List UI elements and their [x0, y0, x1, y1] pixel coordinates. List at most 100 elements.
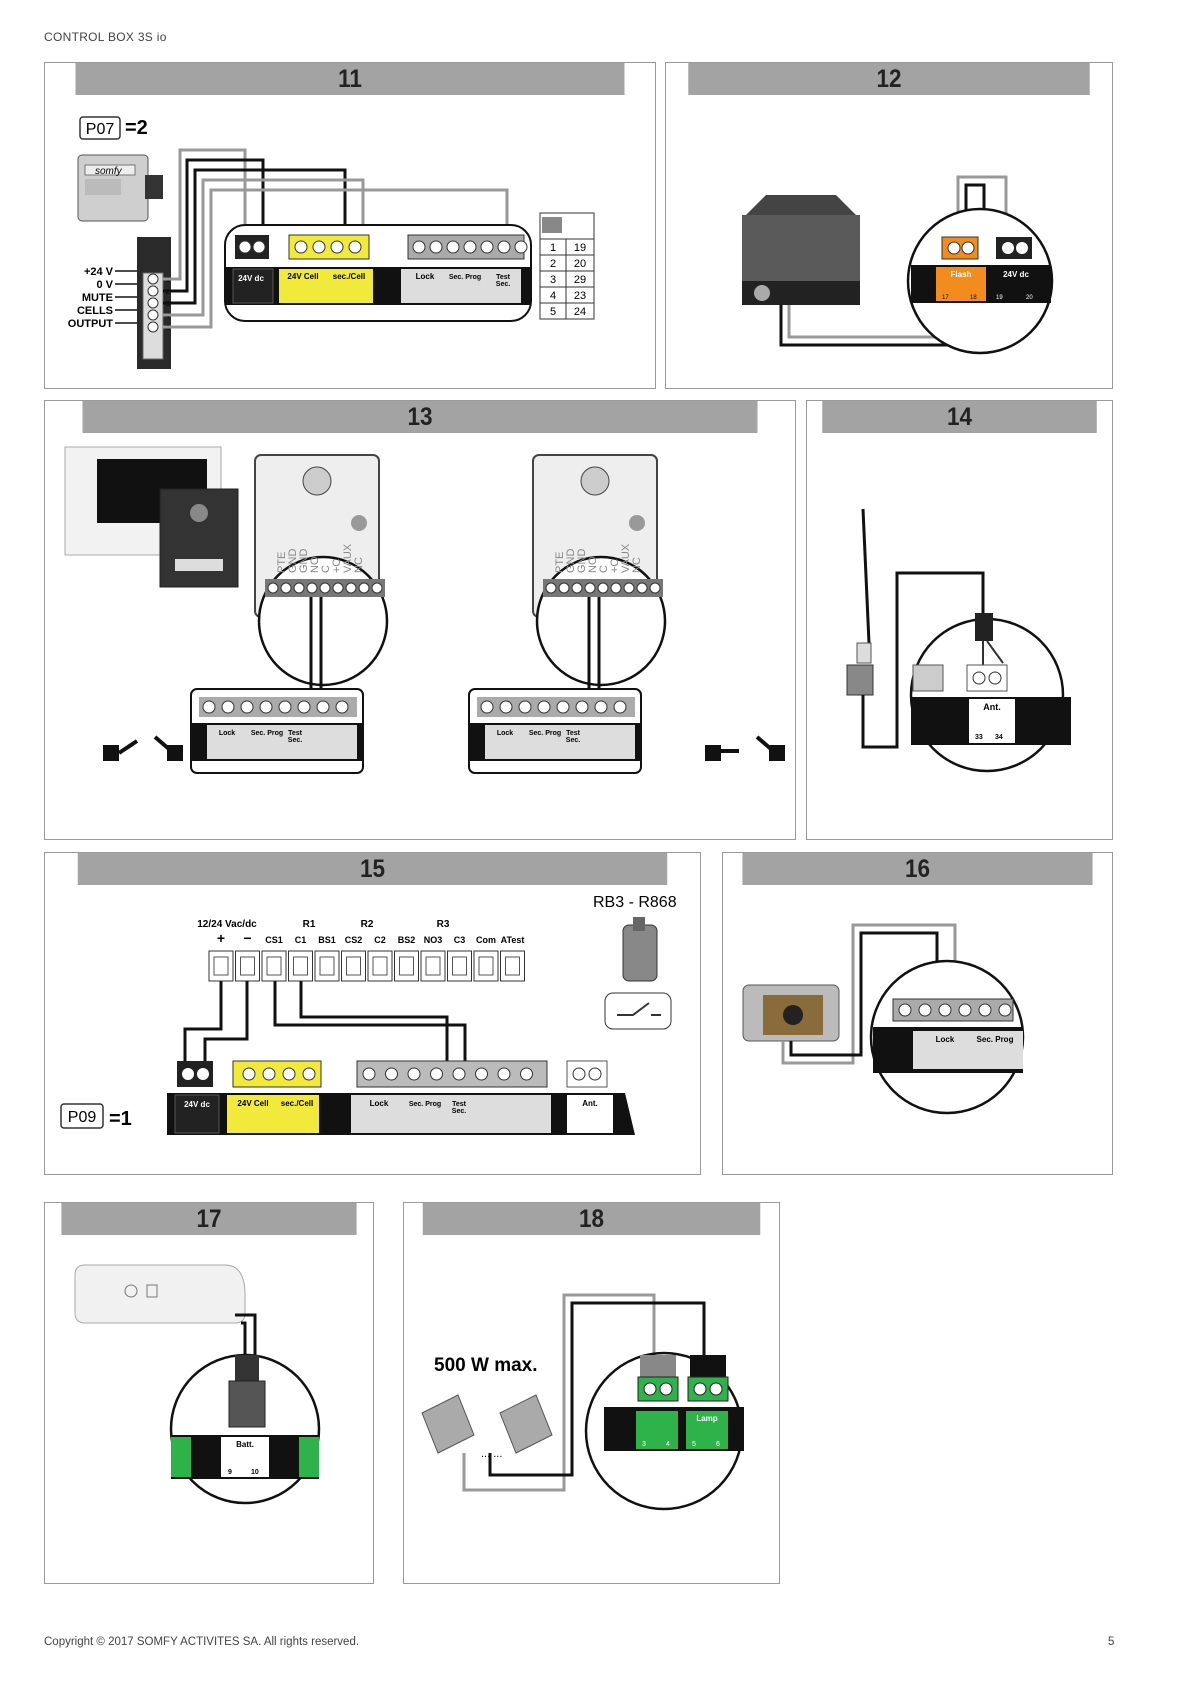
terminal-screw — [588, 1067, 602, 1081]
receiver-group-label: R3 — [437, 919, 450, 930]
pin-33: 33 — [975, 734, 983, 741]
receiver-terminal-label: NO3 — [424, 935, 443, 945]
terminal-screw — [463, 240, 477, 254]
table-cell: 20 — [574, 258, 586, 270]
pin-20: 20 — [1026, 295, 1033, 301]
terminal-sec2-label: Sec. — [288, 737, 302, 744]
terminal-screw — [430, 1067, 443, 1081]
terminal-lock-label: Lock — [416, 272, 435, 281]
terminal-screw — [385, 1067, 398, 1081]
battery-pack — [74, 1264, 246, 1324]
intercom-label: GND — [287, 549, 299, 574]
terminal-test-label: Test — [566, 730, 581, 737]
table-cell: 4 — [550, 290, 556, 302]
table-cell: 19 — [574, 242, 586, 254]
sensor-label: MUTE — [82, 292, 113, 304]
terminal-secprog-label: Sec. Prog — [449, 274, 481, 281]
pin-18: 18 — [970, 295, 977, 301]
intercom-label: PTE — [554, 552, 566, 573]
panel-13-title: 13 — [82, 401, 758, 433]
sensor-pin-screw — [147, 285, 159, 297]
pin-6: 6 — [716, 1441, 720, 1448]
receiver-terminal-label: CS2 — [345, 935, 363, 945]
terminal-sec2-label: Sec. — [452, 1108, 466, 1115]
intercom-label: NO — [587, 556, 599, 573]
terminal-secprog-label: Sec. Prog — [409, 1101, 441, 1108]
intercom-label: GND — [565, 549, 577, 574]
panel-15-title: 15 — [77, 853, 668, 885]
terminal-test-label: Test — [288, 730, 303, 737]
intercom-label: VAUX — [620, 543, 632, 573]
terminal-screw — [978, 1003, 992, 1017]
lamp-ellipsis: ... ... — [481, 1448, 502, 1460]
table-cell: 29 — [574, 274, 586, 286]
terminal-screw — [407, 1067, 421, 1081]
table-cell: 24 — [574, 306, 586, 318]
receiver-terminal-label: C1 — [295, 935, 307, 945]
receiver-model: RB3 - R868 — [593, 894, 677, 911]
terminal-screw — [238, 240, 252, 254]
sensor-label: OUTPUT — [68, 318, 114, 330]
receiver-terminal-label: CS1 — [265, 935, 283, 945]
sensor-pin-screw — [147, 297, 159, 309]
receiver-terminal-label: Com — [476, 935, 496, 945]
terminal-secprog-label: Sec. Prog — [977, 1035, 1014, 1044]
intercom-label: NO — [309, 556, 321, 573]
terminal-24v-label: 24V dc — [1003, 270, 1029, 279]
intercom-label: NC — [631, 557, 643, 573]
terminal-screw — [514, 240, 528, 254]
terminal-screw — [242, 1067, 256, 1081]
sensor-pin-screw — [147, 321, 159, 333]
terminal-sec2-label: Sec. — [496, 281, 510, 288]
intercom-label: +C — [609, 559, 621, 573]
remote-control-icon — [604, 917, 672, 1030]
intercom-label: +C — [331, 559, 343, 573]
intercom-label: C — [320, 565, 332, 573]
pin-34: 34 — [995, 734, 1003, 741]
pin-19: 19 — [996, 295, 1003, 301]
terminal-test-label: Test — [452, 1101, 467, 1108]
terminal-secprog-label: Sec. Prog — [529, 730, 561, 737]
terminal-screw — [475, 1067, 488, 1081]
table-cell: 3 — [550, 274, 556, 286]
panel-12: 12 Flash 24V dc 17 18 19 20 — [665, 62, 1113, 389]
terminal-screw — [312, 240, 326, 254]
panel-17: 17 Batt. 9 10 — [44, 1202, 374, 1584]
terminal-screw — [938, 1003, 952, 1017]
terminal-screw — [497, 240, 511, 254]
receiver-terminal-label: BS1 — [318, 935, 336, 945]
antenna-device — [846, 508, 985, 749]
terminal-screw — [362, 1067, 376, 1081]
antenna-diagram: Ant. 33 34 — [846, 508, 1071, 773]
control-board-15: 24V dc 24V Cell sec./Cell Lock Sec. Prog… — [167, 1060, 635, 1135]
document-header: CONTROL BOX 3S io — [44, 30, 167, 44]
panel-16: 16 Lock Sec. Prog — [722, 852, 1113, 1175]
intercom-label: GND — [576, 549, 588, 574]
terminal-screw — [330, 240, 344, 254]
terminal-24v-label: 24V dc — [184, 1100, 210, 1109]
terminal-screw — [898, 1003, 912, 1017]
param-display-box — [79, 116, 121, 140]
param-value: =1 — [109, 1108, 132, 1130]
battery-diagram: Batt. 9 10 — [74, 1264, 321, 1505]
terminal-screw — [294, 240, 308, 254]
terminal-cell-label: 24V Cell — [237, 1099, 268, 1108]
receiver-terminal-label: C3 — [454, 935, 466, 945]
pin-17: 17 — [942, 295, 949, 301]
sensor-label: 0 V — [96, 279, 113, 291]
electric-lock-diagram: Lock Sec. Prog — [742, 923, 1025, 1115]
terminal-screw — [918, 1003, 932, 1017]
electric-lock-device — [742, 984, 840, 1042]
control-board: 24V dc 24V Cell sec./Cell Lock Sec. Prog… — [224, 224, 532, 322]
intercom-label: NC — [353, 557, 365, 573]
terminal-sec2-label: Sec. — [566, 737, 580, 744]
terminal-screw — [302, 1067, 316, 1081]
floodlight-lamps — [421, 1394, 553, 1454]
receiver-terminal-label: − — [243, 930, 251, 946]
